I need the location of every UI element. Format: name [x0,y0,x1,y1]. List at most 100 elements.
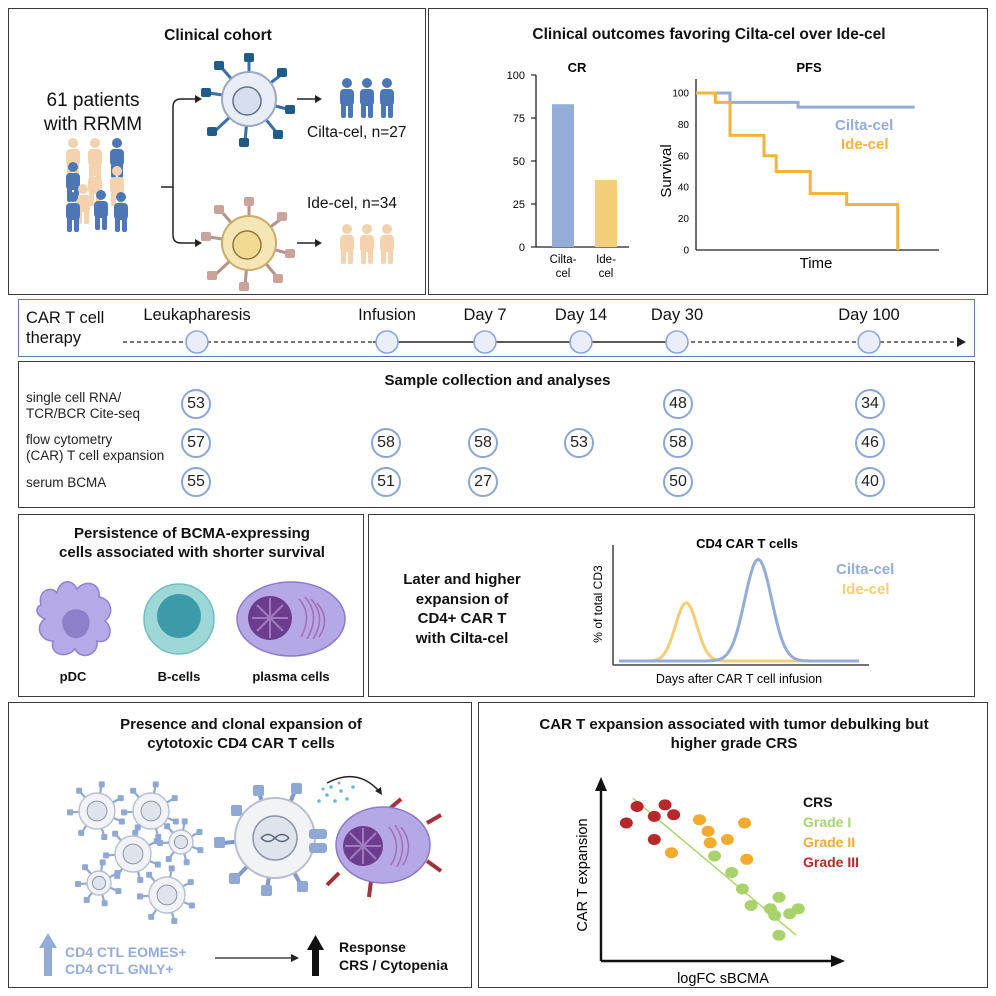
cd4-chart-title: CD4 CAR T cells [696,536,798,551]
receptor-head [188,902,195,909]
response-line1: Response [339,939,406,955]
cell-nucleus [91,875,107,891]
scatter-point-grade-i [744,900,758,911]
marker-eomes: CD4 CTL EOMES+ [65,944,187,960]
persistence-title: Persistence of BCMA-expressing cells ass… [19,524,365,562]
small-car-t-cell-icon [137,865,195,924]
clonal-title-line1: Presence and clonal expansion of [120,716,362,733]
timeline-label: CAR T cell therapy [26,308,104,348]
receptor-head [101,900,108,907]
scatter-point-grade-iii [619,817,633,829]
cd4-car-t-cell-cluster [67,781,204,924]
row2-label-line1: flow cytometry [26,432,113,447]
debulking-title: CAR T expansion associated with tumor de… [479,715,989,753]
sample-collection-title: Sample collection and analyses [384,372,611,389]
small-car-t-cell-icon [103,824,161,883]
pfs-axes [695,79,939,251]
cell-nucleus [122,843,144,865]
sample-count-badge: 53 [564,428,594,458]
receptor-head [165,856,172,863]
receptor-head [164,823,171,830]
scatter-point-grade-iii [647,834,661,845]
cr-chart-title: CR [568,60,587,75]
cr-y-tick-label: 100 [507,70,525,82]
sample-count-badge: 27 [468,467,498,497]
receptor-head [130,787,137,794]
cytotoxic-granules-icon [317,781,355,803]
scatter-point-grade-ii [701,825,715,837]
cr-y-tick-label: 0 [519,242,525,254]
scatter-points [619,797,805,941]
ctl-markers: CD4 CTL EOMES+ CD4 CTL GNLY+ [65,944,187,978]
expansion-text-line4: with Cilta-cel [415,629,509,647]
bcma-cells-illustration [36,581,346,657]
crs-legend-grade2: Grade II [803,834,855,850]
scatter-point-grade-i [791,903,805,915]
expansion-text: Later and higher expansion of CD4+ CAR T… [395,570,529,648]
scatter-point-grade-iii [647,810,661,822]
row1-label: single cell RNA/ TCR/BCR Cite-seq [26,390,140,422]
clonal-title-line2: cytotoxic CD4 CAR T cells [147,735,335,752]
cd4-legend-cilta: Cilta-cel [836,561,894,578]
receptor-head [98,781,105,788]
scatter-axes [599,788,834,963]
cd4-curve-cilta-cel [619,557,859,663]
cd4-expansion-chart: CD4 CAR T cells % of total CD3 Days afte… [591,536,894,686]
row1-label-line2: TCR/BCR Cite-seq [26,406,141,421]
row2-label-line2: (CAR) T cell expansion [26,448,165,463]
receptor-head [187,879,194,886]
receptor-head [75,881,82,888]
sample-count-badge: 53 [181,389,211,419]
pfs-y-tick-label: 40 [678,183,690,194]
timeline-dot [857,330,881,354]
scatter-point-grade-ii [703,837,717,849]
expansion-text-line3: CD4+ CAR T [417,610,507,627]
sample-count-badge: 34 [855,389,885,419]
row3-label: serum BCMA [26,475,107,490]
receptor-head [168,865,175,872]
clinical-outcomes-panel: Clinical outcomes favoring Cilta-cel ove… [428,8,988,295]
small-car-t-cell-icon [157,818,204,866]
crs-legend-grade3: Grade III [803,854,859,870]
sample-collection-panel: Sample collection and analyses single ce… [18,361,975,508]
pfs-legend-cilta: Cilta-cel [835,117,893,134]
cd4-curves [619,557,859,663]
timeline-point-label: Infusion [358,306,416,324]
pfs-chart-title: PFS [796,60,822,75]
receptor-head [83,897,90,904]
cd4-axes [612,545,869,666]
scatter-point-grade-iii [667,809,681,821]
expansion-text-line1: Later and higher [403,571,521,588]
increase-arrow-icon [39,933,57,976]
receptor-head [99,859,106,866]
debulking-title-line2: higher grade CRS [670,735,798,752]
cr-bars [552,104,617,248]
expansion-panel: Later and higher expansion of CD4+ CAR T… [368,514,975,697]
receptor-head [112,830,119,837]
receptor-head [101,833,108,840]
sample-count-badge: 40 [855,467,885,497]
clonal-illustration [39,775,443,976]
cr-y-tick-label: 50 [513,156,525,168]
timeline-dot [665,330,689,354]
synapse-icon [309,829,327,853]
patients-count-text: 61 patients with RRMM [23,89,163,137]
receptor-head [137,893,144,900]
receptor-head [146,871,153,878]
sample-count-badge: 58 [371,428,401,458]
ide-cohort-label: Ide-cel, n=34 [307,195,398,212]
scatter-point-grade-i [725,867,739,878]
row1-label-line1: single cell RNA/ [26,390,122,405]
scatter-point-grade-ii [720,834,734,845]
scatter-point-grade-i [768,909,782,921]
receptor-head [115,888,122,895]
cilta-cohort-label: Cilta-cel, n=27 [307,124,407,141]
pfs-line-cilta-cel [696,91,915,109]
marker-gnly: CD4 CTL GNLY+ [65,961,174,977]
ide-car-t-cell-icon [201,197,295,291]
receptor-head [152,781,159,788]
